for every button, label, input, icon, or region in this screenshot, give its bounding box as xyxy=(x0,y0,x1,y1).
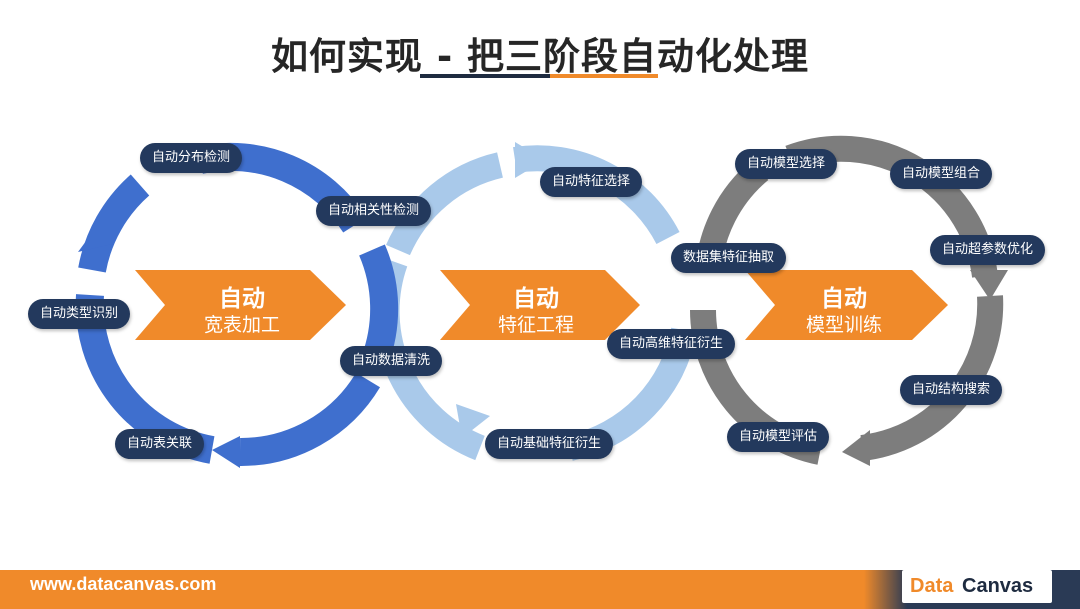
pill-auto-feature-selection: 自动特征选择 xyxy=(540,167,643,197)
pill-auto-basic-feature-derivation: 自动基础特征衍生 xyxy=(485,429,614,459)
pill-auto-correlation-detection: 自动相关性检测 xyxy=(316,196,432,226)
pill-dataset-feature-extraction: 数据集特征抽取 xyxy=(671,243,787,273)
pill-auto-data-cleaning: 自动数据清洗 xyxy=(340,346,443,376)
pill-auto-type-recognition: 自动类型识别 xyxy=(28,299,131,329)
pill-auto-model-selection: 自动模型选择 xyxy=(735,149,838,179)
pill-auto-model-evaluation: 自动模型评估 xyxy=(727,422,830,452)
datacanvas-logo: Data Canvas xyxy=(902,570,1052,603)
pill-auto-high-dim-feature-derivation: 自动高维特征衍生 xyxy=(607,329,736,359)
ring3-arrowhead-right xyxy=(970,270,1008,300)
arrow-stage-2 xyxy=(440,270,640,340)
arrow-stage-1 xyxy=(135,270,346,340)
pill-auto-distribution-detection: 自动分布检测 xyxy=(140,143,243,173)
stage-3-label: 自动 模型训练 xyxy=(805,286,882,336)
title-underline-dark xyxy=(420,74,550,78)
stage-1-label: 自动 宽表加工 xyxy=(203,286,280,336)
title-underline-orange xyxy=(550,74,658,78)
arrow-stage-3 xyxy=(745,270,948,340)
footer-url[interactable]: www.datacanvas.com xyxy=(30,574,217,594)
pill-auto-model-ensemble: 自动模型组合 xyxy=(890,159,993,189)
page-title: 如何实现 - 把三阶段自动化处理 xyxy=(270,35,810,78)
ring3-arrowhead-bottom xyxy=(842,430,870,466)
ring2-arrowhead-bottom xyxy=(456,404,490,438)
pill-auto-table-join: 自动表关联 xyxy=(115,429,205,459)
footer-bar: www.datacanvas.com Data Canvas xyxy=(0,570,1080,609)
ring1-arrowhead-bottom xyxy=(212,436,240,468)
ring1-arrowhead-left xyxy=(78,222,112,252)
pill-auto-architecture-search: 自动结构搜索 xyxy=(900,375,1003,405)
ring2-arrowhead-top xyxy=(515,142,545,178)
stage-2-label: 自动 特征工程 xyxy=(497,286,574,336)
pill-auto-hyperparameter-optimization: 自动超参数优化 xyxy=(930,235,1046,265)
